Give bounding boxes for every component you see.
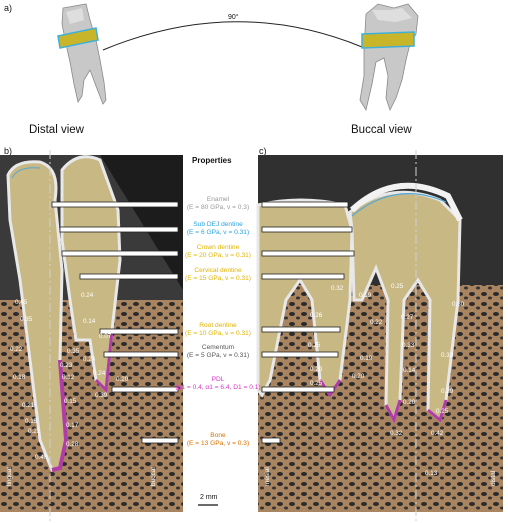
property-root-dentine: Root dentine (E = 10 GPa, ν = 0.31)	[163, 322, 273, 338]
scale-bar-label: 2 mm	[200, 494, 218, 501]
thickness-value: 0.39	[95, 392, 108, 399]
thickness-value: 0.35	[67, 348, 80, 355]
property-pdl: PDL (μ1 = 0.4, α1 = 6.4, D1 = 0.1)	[163, 376, 273, 392]
thickness-value: 0.07	[99, 333, 112, 340]
tooth-models-figure	[57, 3, 419, 112]
property-name: Cementum	[201, 344, 235, 351]
tooth-model-distal	[57, 3, 107, 105]
thickness-value: 0.28	[66, 441, 79, 448]
property-name: PDL	[211, 376, 225, 383]
thickness-value: 0.20	[116, 376, 129, 383]
property-params: (E = 13 GPa, ν = 0.3)	[186, 440, 250, 447]
thickness-value: 0.20	[310, 366, 323, 373]
thickness-value: 0.19	[359, 292, 372, 299]
thickness-value: 0.35	[20, 316, 33, 323]
thickness-value: 0.32	[331, 285, 344, 292]
property-params: (E = 10 GPa, ν = 0.31)	[185, 330, 251, 337]
thickness-value: 0.20	[352, 373, 365, 380]
property-name: Enamel	[206, 196, 230, 203]
panel-c-image	[256, 150, 503, 523]
distal-tooth-section	[348, 190, 462, 424]
thickness-value: 0.12	[62, 374, 75, 381]
thickness-value: 0.14	[83, 318, 96, 325]
property-pointers	[51, 201, 355, 444]
property-name: Sub DEJ dentine	[193, 221, 243, 228]
thickness-value: 0.24	[93, 370, 106, 377]
thickness-value: 0.25	[391, 283, 404, 290]
thickness-value: 0.42	[431, 430, 444, 437]
property-name: Bone	[210, 432, 226, 439]
property-cervical-dentine: Cervical dentine (E = 15 GPa, ν = 0.31)	[163, 267, 273, 283]
side-label-buccal: buccal	[150, 467, 157, 486]
panel-label-c: c)	[259, 146, 267, 156]
property-params: (E = 80 GPa, ν = 0.3)	[186, 204, 250, 211]
thickness-value: 0.24	[83, 356, 96, 363]
property-enamel: Enamel (E = 80 GPa, ν = 0.3)	[163, 196, 273, 212]
thickness-value: 0.25	[310, 380, 323, 387]
panel-label-a: a)	[4, 3, 13, 13]
property-name: Crown dentine	[196, 244, 240, 251]
thickness-value: 0.33	[441, 352, 454, 359]
thickness-value: 0.18	[13, 374, 26, 381]
property-params: (E = 5 GPa, ν = 0.31)	[186, 352, 250, 359]
thickness-value: 0.25	[308, 342, 321, 349]
rotation-angle-label: 90°	[228, 14, 239, 21]
thickness-value: 0.15	[25, 418, 38, 425]
thickness-value: 0.48	[35, 454, 48, 461]
thickness-value: 0.45	[15, 299, 28, 306]
thickness-value: 0.17	[66, 422, 79, 429]
side-label-lingual: lingual	[6, 467, 13, 486]
buccal-view-label: Buccal view	[351, 124, 412, 136]
rotation-arc	[102, 21, 363, 51]
thickness-value: 0.22	[10, 346, 23, 353]
thickness-value: 0.25	[436, 408, 449, 415]
thickness-value: 0.26	[310, 312, 323, 319]
thickness-value: 0.32	[390, 430, 403, 437]
tooth-model-buccal	[359, 3, 419, 112]
property-params: (E = 6 GPa, ν = 0.31)	[186, 229, 250, 236]
panel-label-b: b)	[4, 146, 13, 156]
thickness-value: 0.29	[441, 388, 454, 395]
property-sub-dej-dentine: Sub DEJ dentine (E = 6 GPa, ν = 0.31)	[163, 221, 273, 237]
thickness-value: 0.13	[425, 470, 438, 477]
property-crown-dentine: Crown dentine (E = 20 GPa, ν = 0.31)	[163, 244, 273, 260]
properties-title: Properties	[192, 156, 232, 165]
thickness-value: 0.30	[452, 301, 465, 308]
property-name: Root dentine	[199, 322, 237, 329]
thickness-value: 0.21	[22, 402, 35, 409]
thickness-value: 0.21	[28, 428, 41, 435]
property-params: (μ1 = 0.4, α1 = 6.4, D1 = 0.1)	[175, 384, 261, 391]
property-cementum: Cementum (E = 5 GPa, ν = 0.31)	[163, 344, 273, 360]
thickness-value: 0.19	[360, 355, 373, 362]
side-label-mesial: mesial	[264, 467, 271, 486]
thickness-value: 0.33	[402, 342, 415, 349]
property-name: Cervical dentine	[194, 267, 242, 274]
thickness-value: 0.14	[403, 367, 416, 374]
distal-view-label: Distal view	[29, 124, 84, 136]
property-bone: Bone (E = 13 GPa, ν = 0.3)	[163, 432, 273, 448]
thickness-value: 0.20	[403, 399, 416, 406]
thickness-value: 0.15	[64, 398, 77, 405]
thickness-value: 0.23	[60, 362, 73, 369]
thickness-value: 0.24	[81, 292, 94, 299]
property-params: (E = 15 GPa, ν = 0.31)	[185, 275, 251, 282]
thickness-value: 0.22	[370, 319, 383, 326]
side-label-distal: distal	[490, 470, 497, 486]
property-params: (E = 20 GPa, ν = 0.31)	[185, 252, 251, 259]
thickness-value: 0.27	[401, 314, 414, 321]
